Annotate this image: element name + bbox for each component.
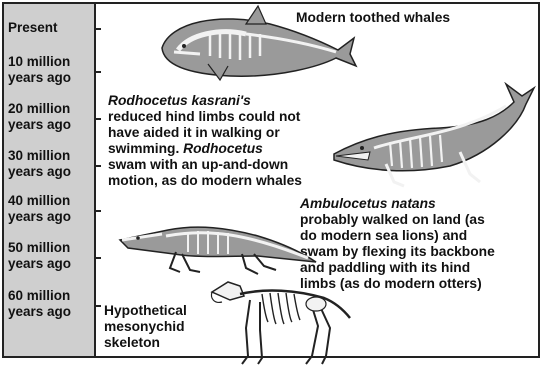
caption-mesonychid-line: mesonychid — [104, 319, 185, 335]
mesonychid-skeleton-illustration — [206, 278, 356, 368]
caption-ambulocetus-line: do modern sea lions) and — [300, 228, 467, 244]
caption-rodhocetus-line: swimming. Rodhocetus — [108, 141, 263, 157]
ambulocetus-illustration — [118, 210, 318, 280]
timeline-50mya-line2: years ago — [8, 256, 71, 272]
timeline-10mya-line2: years ago — [8, 70, 71, 86]
timeline-40mya-line2: years ago — [8, 209, 71, 225]
caption-rodhocetus-genus: Rodhocetus — [183, 141, 263, 156]
timeline-20mya-line1: 20 million — [8, 101, 70, 117]
timeline-30mya-line1: 30 million — [8, 148, 70, 164]
timeline-tick — [94, 118, 101, 120]
timeline-tick — [94, 305, 101, 307]
caption-rodhocetus-line: reduced hind limbs could not — [108, 109, 300, 125]
timeline-tick — [94, 210, 101, 212]
timeline-60mya-line1: 60 million — [8, 288, 70, 304]
caption-ambulocetus-line: swam by flexing its backbone — [300, 244, 495, 260]
timeline-50mya-line1: 50 million — [8, 240, 70, 256]
caption-rodhocetus-name: Rodhocetus kasrani's — [108, 93, 251, 109]
caption-rodhocetus-line: swam with an up-and-down — [108, 157, 288, 173]
caption-mesonychid-line: Hypothetical — [104, 303, 187, 319]
caption-ambulocetus-line: and paddling with its hind — [300, 260, 470, 276]
timeline-tick — [94, 28, 101, 30]
modern-whale-illustration — [150, 4, 360, 84]
caption-rodhocetus-text: swimming. — [108, 141, 179, 156]
timeline-20mya-line2: years ago — [8, 117, 71, 133]
caption-rodhocetus-line: have aided it in walking or — [108, 125, 280, 141]
caption-ambulocetus-line: probably walked on land (as — [300, 212, 485, 228]
caption-mesonychid-line: skeleton — [104, 335, 160, 351]
timeline-tick — [94, 257, 101, 259]
timeline-present: Present — [8, 20, 58, 36]
caption-ambulocetus-name: Ambulocetus natans — [300, 196, 436, 212]
timeline-10mya-line1: 10 million — [8, 54, 70, 70]
rodhocetus-illustration — [330, 82, 536, 192]
timeline-60mya-line2: years ago — [8, 304, 71, 320]
timeline-tick — [94, 165, 101, 167]
timeline-40mya-line1: 40 million — [8, 193, 70, 209]
timeline-tick — [94, 71, 101, 73]
timeline-30mya-line2: years ago — [8, 164, 71, 180]
caption-rodhocetus-line: motion, as do modern whales — [108, 173, 302, 189]
